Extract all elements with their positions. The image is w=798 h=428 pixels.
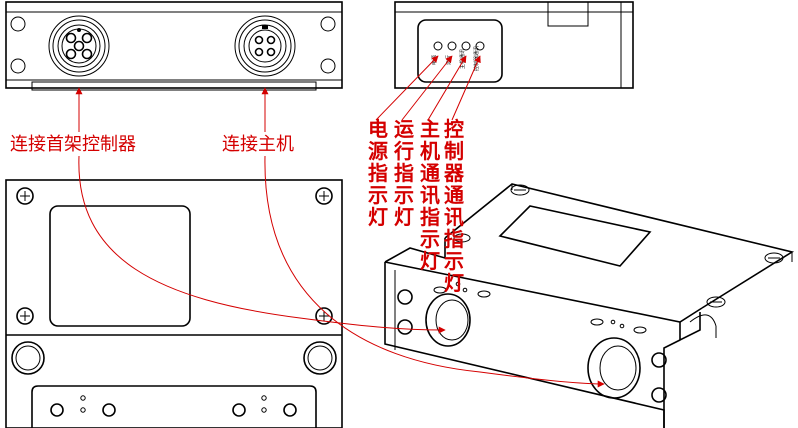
isometric-view	[384, 183, 795, 428]
connector-end-view	[5, 1, 343, 91]
vertical-label-run: 运行指示灯	[393, 117, 414, 229]
screw-icon	[315, 307, 333, 325]
vertical-label-text: 控制器通讯指示灯	[443, 117, 465, 295]
host-comm-led-icon	[461, 41, 471, 51]
rack-connector-icon	[48, 15, 110, 77]
label-connect-rack-controller: 连接首架控制器	[10, 134, 136, 155]
screw-icon	[16, 307, 34, 325]
indicator-panel: 电源 运行 主机通讯 控制器通讯	[394, 1, 634, 89]
vertical-label-text: 电源指示灯	[368, 117, 388, 229]
leader-host-comm	[427, 55, 467, 121]
controller-comm-led-icon	[475, 41, 485, 51]
screw-icon	[315, 187, 333, 205]
leader-controller-comm	[451, 55, 481, 121]
vertical-label-controller-comm: 控制器通讯指示灯	[443, 117, 465, 295]
power-led-icon	[433, 41, 443, 51]
top-view	[5, 179, 343, 428]
run-led-icon	[447, 41, 457, 51]
curve-to-port-1	[78, 155, 446, 334]
host-connector-icon	[234, 15, 296, 77]
annotations: 连接首架控制器 连接主机 电源指示灯 运行指示灯 主机通讯指示灯 控制器通讯指示…	[10, 55, 605, 388]
leader-power	[375, 55, 439, 121]
leader-run	[401, 55, 453, 121]
screw-icon	[16, 187, 34, 205]
vertical-label-power: 电源指示灯	[368, 117, 388, 229]
vertical-label-text: 运行指示灯	[393, 117, 414, 229]
vertical-label-text: 主机通讯指示灯	[420, 117, 440, 273]
curve-to-port-2	[264, 155, 605, 388]
label-connect-host: 连接主机	[222, 134, 294, 155]
vertical-label-host-comm: 主机通讯指示灯	[420, 117, 440, 273]
